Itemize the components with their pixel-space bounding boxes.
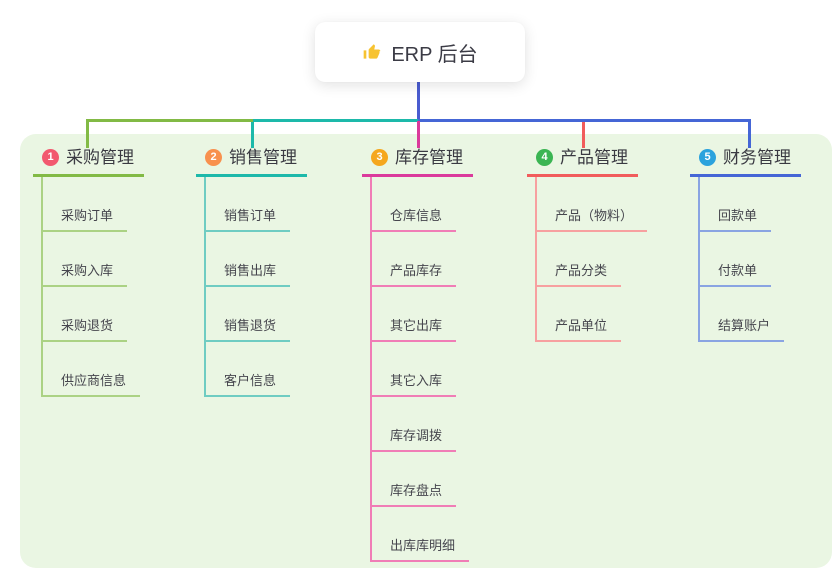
child-node[interactable]: 付款单 xyxy=(700,232,772,287)
child-node[interactable]: 采购订单 xyxy=(43,177,128,232)
branch-children: 仓库信息 产品库存 其它出库 其它入库 库存调拨 库存盘点 出库库明细 xyxy=(370,176,473,562)
connector-bus-teal xyxy=(253,119,418,122)
connector-bus-blue xyxy=(418,119,751,122)
branch-node-product[interactable]: 4 产品管理 xyxy=(527,148,638,177)
root-node[interactable]: ERP 后台 xyxy=(315,22,525,82)
branch-children: 回款单 付款单 结算账户 xyxy=(698,176,801,342)
child-node[interactable]: 出库库明细 xyxy=(372,507,470,562)
branch-node-inventory[interactable]: 3 库存管理 xyxy=(362,148,473,177)
badge-5: 5 xyxy=(699,149,716,166)
branch-finance: 5 财务管理 回款单 付款单 结算账户 xyxy=(690,147,801,342)
child-node[interactable]: 客户信息 xyxy=(206,342,291,397)
child-node[interactable]: 产品库存 xyxy=(372,232,457,287)
child-node[interactable]: 采购退货 xyxy=(43,287,128,342)
badge-2: 2 xyxy=(205,149,222,166)
child-node[interactable]: 销售退货 xyxy=(206,287,291,342)
connector-drop-sales xyxy=(251,122,254,148)
branch-children: 采购订单 采购入库 采购退货 供应商信息 xyxy=(41,176,144,397)
branch-node-purchase[interactable]: 1 采购管理 xyxy=(33,148,144,177)
child-node[interactable]: 结算账户 xyxy=(700,287,785,342)
child-node[interactable]: 产品（物料） xyxy=(537,177,648,232)
branch-label: 采购管理 xyxy=(66,147,134,167)
branch-label: 库存管理 xyxy=(395,147,463,167)
child-node[interactable]: 产品分类 xyxy=(537,232,622,287)
badge-1: 1 xyxy=(42,149,59,166)
branch-label: 销售管理 xyxy=(229,147,297,167)
branch-label: 财务管理 xyxy=(723,147,791,167)
branch-sales: 2 销售管理 销售订单 销售出库 销售退货 客户信息 xyxy=(196,147,307,397)
child-node[interactable]: 销售出库 xyxy=(206,232,291,287)
connector-drop-product xyxy=(582,122,585,148)
branch-node-sales[interactable]: 2 销售管理 xyxy=(196,148,307,177)
branch-children: 销售订单 销售出库 销售退货 客户信息 xyxy=(204,176,307,397)
badge-4: 4 xyxy=(536,149,553,166)
connector-root-vertical xyxy=(417,80,420,121)
branches-panel xyxy=(20,134,832,568)
child-node[interactable]: 产品单位 xyxy=(537,287,622,342)
child-node[interactable]: 采购入库 xyxy=(43,232,128,287)
child-node[interactable]: 销售订单 xyxy=(206,177,291,232)
branch-inventory: 3 库存管理 仓库信息 产品库存 其它出库 其它入库 库存调拨 库存盘点 出库库… xyxy=(362,147,473,562)
badge-3: 3 xyxy=(371,149,388,166)
root-title: ERP 后台 xyxy=(391,43,478,66)
connector-bus-green xyxy=(86,119,253,122)
branch-label: 产品管理 xyxy=(560,147,628,167)
connector-drop-inventory xyxy=(417,121,420,148)
connector-drop-purchase xyxy=(86,119,89,148)
branch-purchase: 1 采购管理 采购订单 采购入库 采购退货 供应商信息 xyxy=(33,147,144,397)
child-node[interactable]: 库存盘点 xyxy=(372,452,457,507)
branch-children: 产品（物料） 产品分类 产品单位 xyxy=(535,176,648,342)
child-node[interactable]: 供应商信息 xyxy=(43,342,141,397)
branch-node-finance[interactable]: 5 财务管理 xyxy=(690,148,801,177)
child-node[interactable]: 其它入库 xyxy=(372,342,457,397)
child-node[interactable]: 仓库信息 xyxy=(372,177,457,232)
branch-product: 4 产品管理 产品（物料） 产品分类 产品单位 xyxy=(527,147,648,342)
thumbs-up-icon xyxy=(362,42,382,62)
connector-drop-finance xyxy=(748,119,751,148)
child-node[interactable]: 其它出库 xyxy=(372,287,457,342)
child-node[interactable]: 库存调拨 xyxy=(372,397,457,452)
child-node[interactable]: 回款单 xyxy=(700,177,772,232)
